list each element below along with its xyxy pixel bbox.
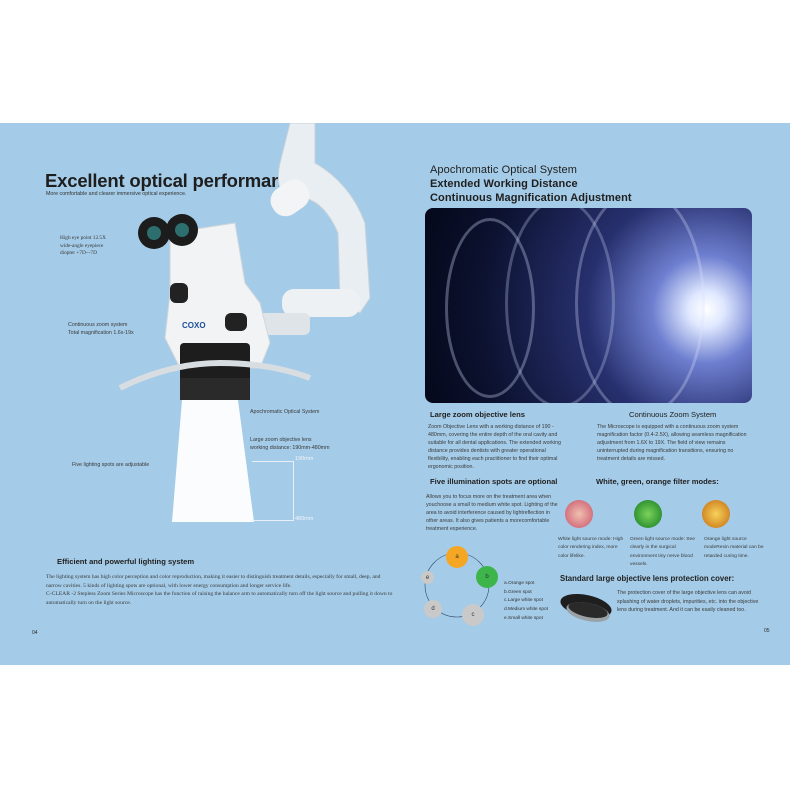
lens-title: Large zoom objective lens bbox=[430, 410, 525, 419]
green-filter-image bbox=[634, 500, 662, 528]
green-filter-text: Green light source mode: See clearly in … bbox=[630, 537, 695, 567]
spot-e: e bbox=[421, 571, 434, 584]
lighting-section-text: The lighting system has high color perce… bbox=[46, 574, 393, 606]
orange-filter-text: Orange light source modeResin material c… bbox=[704, 537, 764, 559]
distance-190: 190mm bbox=[295, 456, 314, 462]
spots-text: Allows you to focus more on the treatmen… bbox=[426, 494, 558, 532]
white-filter-text: White light source mode: High color rend… bbox=[558, 537, 624, 559]
right-headings: Apochromatic Optical System Extended Wor… bbox=[430, 164, 632, 204]
page-subtitle: More comfortable and clearer immersive o… bbox=[46, 191, 187, 197]
page-number-right: 05 bbox=[764, 628, 770, 634]
page-number-left: 04 bbox=[32, 630, 38, 636]
filter-title: White, green, orange filter modes: bbox=[596, 477, 719, 486]
spot-d: d bbox=[424, 600, 442, 618]
orange-filter-image bbox=[702, 500, 730, 528]
cover-text: The protection cover of the large object… bbox=[617, 590, 759, 614]
microscope-illustration: COXO bbox=[118, 123, 371, 400]
cover-title: Standard large objective lens protection… bbox=[560, 574, 735, 583]
dimension-line-vertical bbox=[293, 461, 294, 520]
spots-title: Five illumination spots are optional bbox=[430, 477, 558, 486]
spot-c: c bbox=[462, 604, 484, 626]
lens-text: Zoom Objective Lens with a working dista… bbox=[428, 424, 561, 470]
lens-cover-image bbox=[560, 593, 612, 622]
zoom-text: The Microscope is equipped with a contin… bbox=[597, 424, 747, 462]
dimension-line-top bbox=[252, 461, 294, 462]
spot-b: b bbox=[476, 566, 498, 588]
dimension-line-bottom bbox=[252, 520, 294, 521]
lens-photo bbox=[425, 208, 752, 403]
distance-480: 480mm bbox=[295, 516, 314, 522]
light-cone bbox=[172, 400, 254, 522]
white-filter-image bbox=[565, 500, 593, 528]
brand-logo: COXO bbox=[182, 321, 206, 330]
spot-a: a bbox=[446, 546, 468, 568]
zoom-title: Continuous Zoom System bbox=[629, 410, 717, 419]
callout-apochromatic: Apochromatic Optical System bbox=[250, 409, 320, 415]
page-title: Excellent optical performance bbox=[45, 170, 303, 191]
callout-spots: Five lighting spots are adjustable bbox=[72, 462, 150, 468]
lighting-section-title: Efficient and powerful lighting system bbox=[57, 557, 195, 566]
